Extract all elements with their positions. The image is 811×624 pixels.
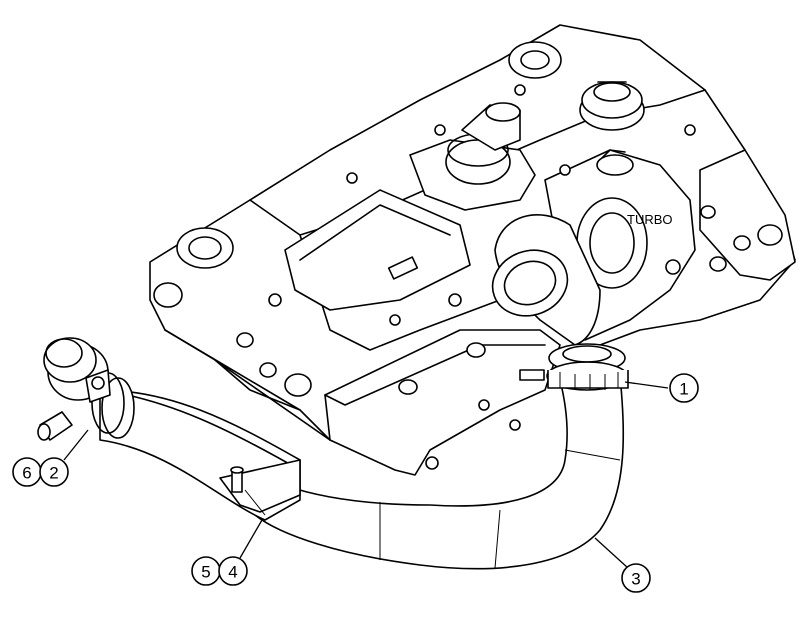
callout-6-label: 6 bbox=[22, 464, 31, 483]
callout-6[interactable]: 6 bbox=[12, 457, 42, 487]
engine-block bbox=[149, 24, 796, 471]
callout-4[interactable]: 4 bbox=[218, 556, 248, 586]
intake-hose bbox=[37, 337, 301, 521]
callout-1[interactable]: 1 bbox=[669, 373, 699, 403]
callout-2-label: 2 bbox=[49, 464, 58, 483]
callout-4-label: 4 bbox=[228, 563, 237, 582]
callout-5-label: 5 bbox=[201, 563, 210, 582]
leader-4 bbox=[239, 519, 263, 559]
intake-rail bbox=[324, 329, 561, 476]
turbo-label: TURBO bbox=[627, 212, 673, 227]
callout-3-label: 3 bbox=[631, 570, 640, 589]
hose-clamp-top bbox=[519, 343, 629, 391]
callout-3[interactable]: 3 bbox=[621, 563, 651, 593]
callout-2[interactable]: 2 bbox=[39, 457, 69, 487]
inlet-pipe bbox=[254, 374, 625, 570]
leader-3 bbox=[594, 537, 629, 569]
turbocharger: TURBO bbox=[491, 149, 696, 346]
callout-5[interactable]: 5 bbox=[191, 556, 221, 586]
callout-1-label: 1 bbox=[679, 380, 688, 399]
leader-1 bbox=[624, 381, 669, 389]
leader-2 bbox=[63, 429, 89, 461]
